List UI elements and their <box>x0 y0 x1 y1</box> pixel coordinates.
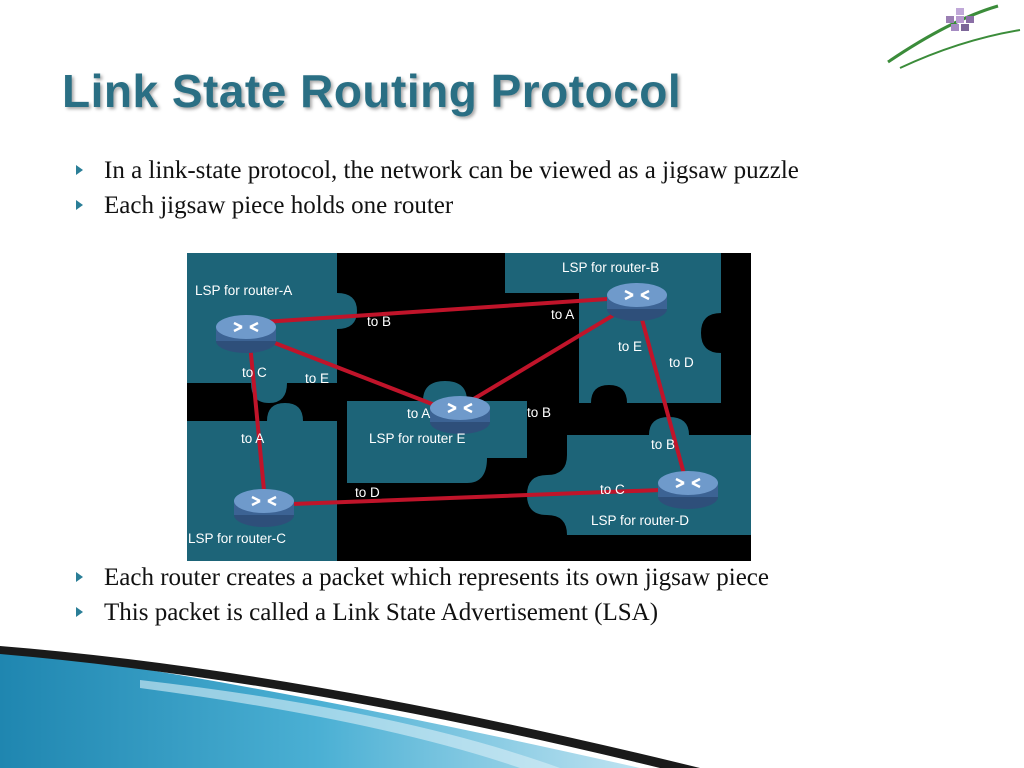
bullet-item: Each jigsaw piece holds one router <box>76 191 976 220</box>
jigsaw-pieces-and-links <box>187 253 751 561</box>
router-d-icon <box>658 471 718 509</box>
bullet-item: This packet is called a Link State Adver… <box>76 598 976 627</box>
link-label-e-to-a: to A <box>407 406 431 421</box>
pern-logo <box>880 0 1024 74</box>
bullet-list-bottom: Each router creates a packet which repre… <box>76 563 976 633</box>
lsp-label-router-d: LSP for router-D <box>591 513 690 528</box>
link-c-d <box>263 487 689 507</box>
link-label-e-to-b: to B <box>527 405 552 420</box>
link-b-e <box>455 299 639 411</box>
link-label-c-to-d: to D <box>355 485 380 500</box>
link-a-e <box>247 331 447 411</box>
link-label-a-to-e: to E <box>305 371 330 386</box>
link-label-d-to-c: to C <box>600 482 625 497</box>
bullet-item: Each router creates a packet which repre… <box>76 563 976 592</box>
lsp-label-router-e: LSP for router E <box>369 431 466 446</box>
bullet-item: In a link-state protocol, the network ca… <box>76 156 976 185</box>
router-c-icon <box>234 489 294 527</box>
bullet-text: Each router creates a packet which repre… <box>104 564 769 591</box>
link-a-c <box>247 331 267 503</box>
bullet-text: Each jigsaw piece holds one router <box>104 192 454 219</box>
link-label-d-to-b: to B <box>651 437 676 452</box>
link-label-b-to-a: to A <box>551 307 575 322</box>
lsp-label-router-c: LSP for router-C <box>188 531 287 546</box>
link-label-a-to-b: to B <box>367 314 392 329</box>
link-label-b-to-e: to E <box>618 339 643 354</box>
bullet-text: In a link-state protocol, the network ca… <box>104 157 799 184</box>
link-label-c-to-a: to A <box>241 431 265 446</box>
link-label-a-to-c: to C <box>242 365 267 380</box>
bullet-arrow-icon <box>76 607 83 617</box>
lsp-label-router-a: LSP for router-A <box>195 283 293 298</box>
decorative-swoosh <box>0 646 700 768</box>
bullet-text: This packet is called a Link State Adver… <box>104 599 659 626</box>
link-b-d <box>635 299 689 487</box>
bullet-arrow-icon <box>76 165 83 175</box>
router-b-icon <box>607 283 667 321</box>
router-e-icon <box>430 396 490 434</box>
page-title: Link State Routing Protocol <box>62 65 682 117</box>
link-label-b-to-d: to D <box>669 355 694 370</box>
bullet-arrow-icon <box>76 200 83 210</box>
jigsaw-network-diagram: LSP for router-A LSP for router-B LSP fo… <box>187 253 751 561</box>
lsp-label-router-b: LSP for router-B <box>562 260 660 275</box>
router-a-icon <box>216 315 276 353</box>
bullet-arrow-icon <box>76 572 83 582</box>
puzzle-piece-b <box>505 253 721 403</box>
link-a-b <box>247 295 639 325</box>
bullet-list-top: In a link-state protocol, the network ca… <box>76 156 976 226</box>
